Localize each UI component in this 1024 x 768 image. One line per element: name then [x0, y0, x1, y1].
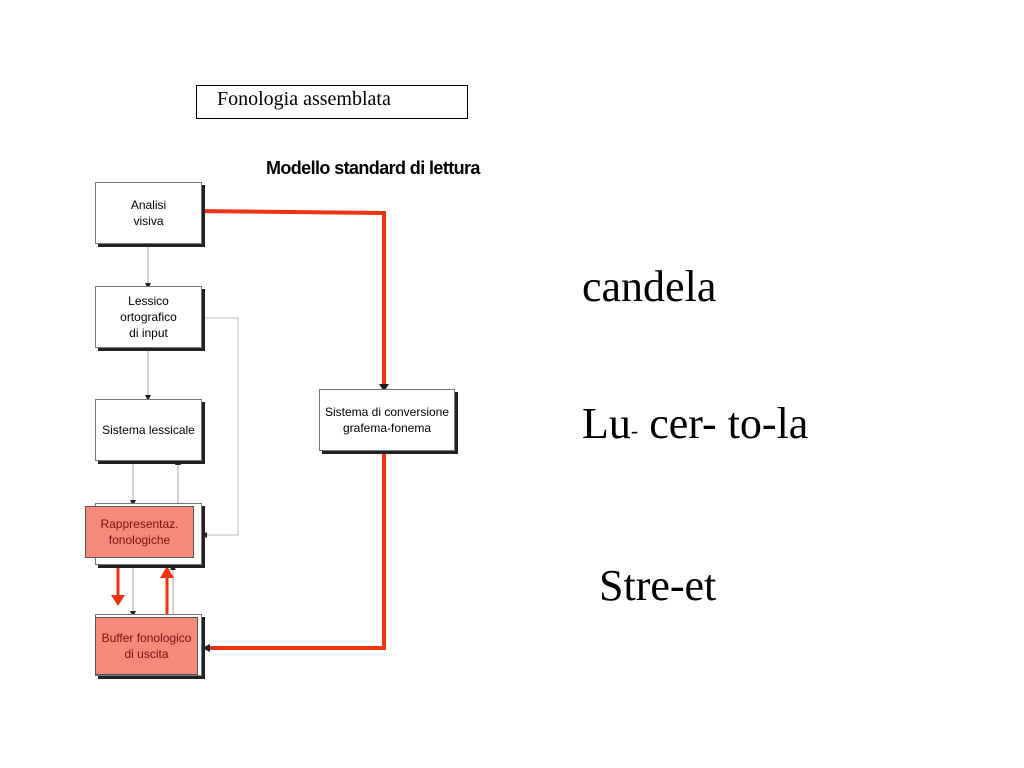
- example-word-street: Stre-et: [599, 561, 717, 610]
- node-sistema-lessicale: Sistema lessicale: [95, 399, 202, 461]
- example-word-lucertola: Lu- cer- to-la: [582, 399, 808, 456]
- route-arrowhead-conversione: [379, 384, 389, 392]
- example-word-candela: candela: [582, 262, 717, 311]
- node-rappresentaz-fonologiche: Rappresentaz. fonologiche: [85, 506, 194, 558]
- node-analisi-visiva: Analisi visiva: [95, 182, 202, 244]
- route-conversione-buffer: [206, 452, 386, 650]
- route-analisi-conversione: [192, 209, 386, 387]
- slide-title: Fonologia assemblata: [217, 88, 391, 110]
- lucertola-part1: Lu: [582, 399, 631, 448]
- red-arrow-up-head: [160, 566, 174, 578]
- red-arrow-down-head: [111, 595, 125, 606]
- lucertola-part2: cer- to-la: [649, 399, 809, 448]
- route-arrowhead-buffer: [202, 644, 210, 652]
- lucertola-hyphen: -: [630, 418, 639, 443]
- model-title: Modello standard di lettura: [266, 158, 480, 178]
- slide-title-box: Fonologia assemblata: [196, 85, 468, 119]
- node-buffer-fonologico: Buffer fonologico di uscita: [95, 617, 198, 675]
- node-lessico-ortografico: Lessico ortografico di input: [95, 286, 202, 348]
- flow-lessico-rappr: [201, 317, 239, 538]
- node-sistema-conversione: Sistema di conversione grafema-fonema: [319, 389, 455, 451]
